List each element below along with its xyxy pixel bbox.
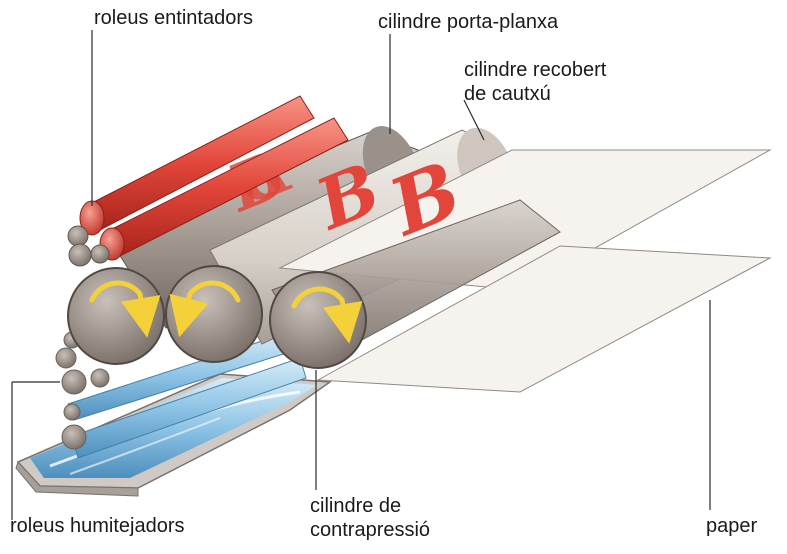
label-impression-cylinder: cilindre de contrapressió [310, 494, 430, 542]
leader-lines [11, 30, 711, 520]
label-paper: paper [706, 515, 758, 537]
inking-rollers [67, 95, 349, 267]
rotation-arrow-icon [89, 280, 161, 338]
label-impression-cylinder-line2: contrapressió [310, 519, 431, 541]
label-dampening-rollers: roleus humitejadors [10, 515, 185, 537]
rotation-arrows [89, 280, 363, 344]
water-trough [15, 373, 333, 497]
label-blanket-cylinder: cilindre recobert de cautxú [464, 58, 606, 106]
rotation-arrow-icon [291, 286, 363, 344]
rotation-arrow-icon [169, 280, 241, 338]
label-plate-cylinder: cilindre porta-planxa [378, 11, 559, 33]
label-inking-rollers: roleus entintadors [94, 7, 253, 29]
label-blanket-cylinder-line2: de cautxú [464, 83, 551, 105]
label-blanket-cylinder-line1: cilindre recobert [464, 59, 607, 81]
label-impression-cylinder-line1: cilindre de [310, 495, 402, 517]
